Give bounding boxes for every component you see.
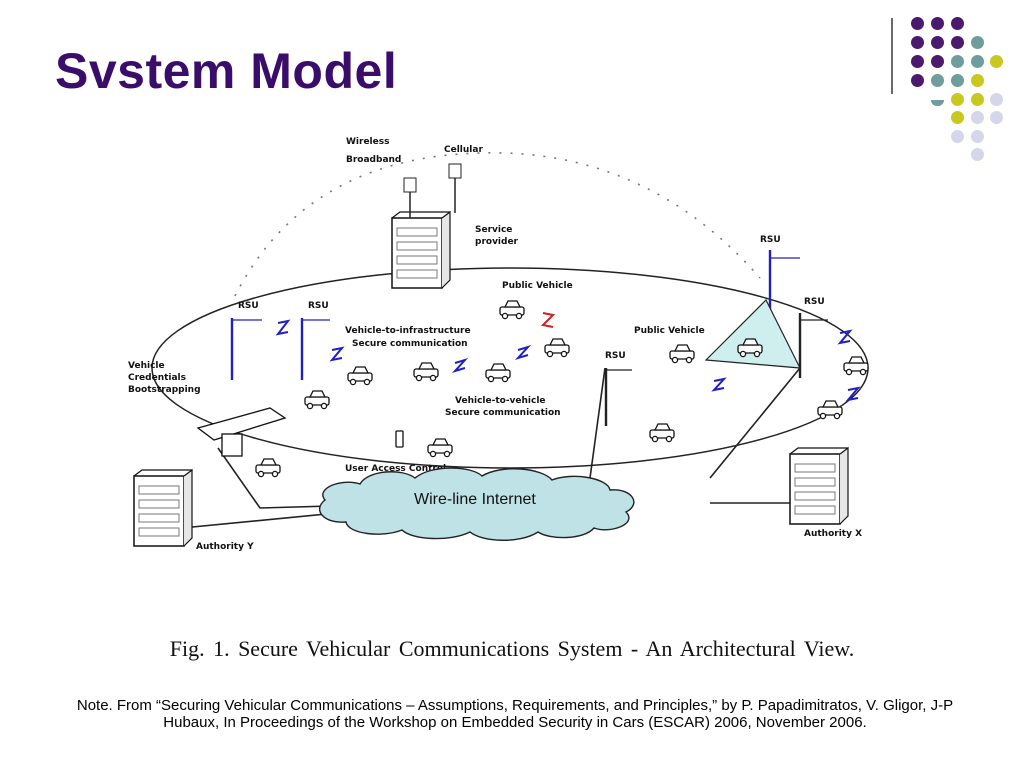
authority-y-server-icon [133,469,193,547]
vehicle-icon [669,344,695,364]
decor-dot [931,36,944,49]
decor-dot [990,93,1003,106]
wireless-link-icon [275,312,861,402]
decor-dot [951,111,964,124]
service-provider-server-icon [391,211,451,289]
cellular-label: Cellular [444,145,483,155]
provider-label: provider [475,237,519,247]
rsu-icon [300,318,330,380]
rsu-label: RSU [804,297,825,307]
internet-cloud-label: Wire-line Internet [414,491,536,508]
rsu-icon [768,250,800,320]
coverage-arc-dotted [234,152,761,297]
public-vehicle-label: Public Vehicle [502,281,573,291]
decor-dot [971,130,984,143]
cellular-antenna-icon [448,163,462,213]
rsu-icon [798,313,828,378]
internet-cloud [319,467,635,541]
architecture-diagram: Wireless Broadband Cellular Service prov… [128,137,869,552]
vehicle-icon [413,362,439,382]
authority-x-label: Authority X [804,529,862,539]
broadband-label: Broadband [346,155,401,165]
authority-y-label: Authority Y [196,542,254,552]
title-divider [891,18,893,94]
decor-dot [971,55,984,68]
figure-caption: Fig. 1. Secure Vehicular Communications … [169,636,855,661]
v2i-label: Vehicle-to-infrastructure [345,326,471,336]
v2i-label: Secure communication [352,339,468,349]
decor-dot [951,17,964,30]
credentials-label: Vehicle [128,361,165,371]
decor-dot [911,74,924,87]
decor-dot [990,55,1003,68]
decor-dot [951,55,964,68]
bootstrapping-kiosk-icon [196,407,287,457]
decor-dot [971,36,984,49]
decor-dot [971,93,984,106]
decor-dot [911,55,924,68]
mobile-device-icon [395,430,404,448]
vehicle-icon [499,300,525,320]
credentials-label: Credentials [128,373,186,383]
v2v-label: Vehicle-to-vehicle [455,396,546,406]
rsu-coverage-area [704,298,802,369]
citation-note: Note. From “Securing Vehicular Communica… [76,697,954,731]
authority-x-server-icon [789,447,849,525]
vehicle-icon [843,356,869,376]
decor-dot [990,111,1003,124]
service-label: Service [475,225,512,235]
decor-dot [931,100,944,106]
decor-dot [951,36,964,49]
v2v-label: Secure communication [445,408,561,418]
vehicle-icon [255,458,281,478]
decor-dot [951,93,964,106]
vehicle-icon [485,363,511,383]
user-access-label: User Access Control [345,464,446,474]
vehicle-icon [347,366,373,386]
decor-dot [971,111,984,124]
vehicle-icon [649,423,675,443]
vehicular-network-ellipse [151,267,869,469]
decor-dot [971,74,984,87]
decor-dot [971,148,984,161]
decor-dot [931,17,944,30]
decor-dot [951,74,964,87]
rsu-label: RSU [308,301,329,311]
rsu-label: RSU [760,235,781,245]
rsu-label: RSU [238,301,259,311]
slide-title: Svstem Model [55,43,398,99]
rsu-label: RSU [605,351,626,361]
vehicle-icon [427,438,453,458]
vehicle-icon [817,400,843,420]
vehicle-icon [544,338,570,358]
credentials-label: Bootstrapping [128,385,201,395]
wireless-antenna-icon [403,177,417,218]
vehicle-icon [304,390,330,410]
decor-dot [951,130,964,143]
rsu-icon [604,368,632,426]
decor-dot [931,74,944,87]
public-vehicle-label: Public Vehicle [634,326,705,336]
decor-dot [931,55,944,68]
wireless-label: Wireless [346,137,389,147]
decor-dot [911,36,924,49]
decor-dot [911,17,924,30]
rsu-icon [230,318,262,380]
